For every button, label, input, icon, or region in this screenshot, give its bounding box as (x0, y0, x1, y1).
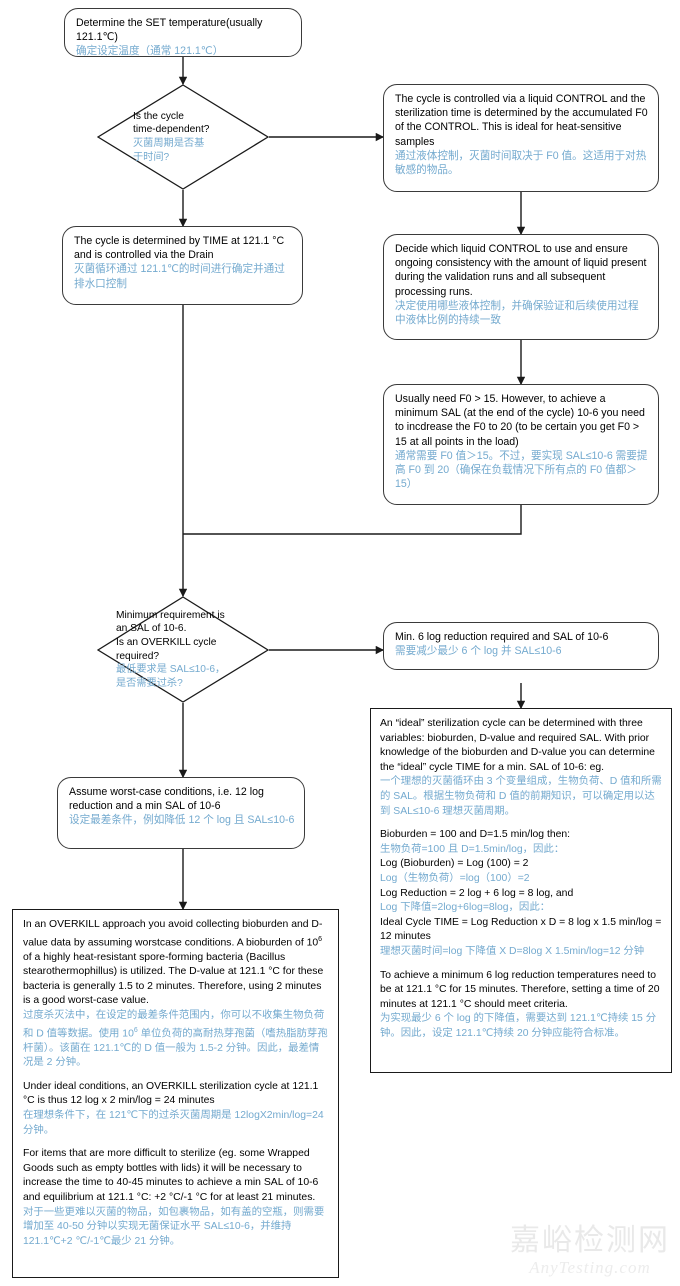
ideal-p1-en: An “ideal” sterilization cycle can be de… (380, 718, 655, 773)
ideal-calc-0-en: Bioburden = 100 and D=1.5 min/log then: (380, 829, 571, 841)
time-drain-en: The cycle is determined by TIME at 121.1… (74, 235, 285, 262)
liquid-control-cn: 通过液体控制，灭菌时间取决于 F0 值。这适用于对热敏感的物品。 (395, 149, 647, 177)
worst-case-en: Assume worst-case conditions, i.e. 12 lo… (69, 786, 264, 813)
decision2-en-2: an SAL of 10-6. (116, 623, 187, 635)
overkill-p1-en-a: In an OVERKILL approach you avoid collec… (23, 919, 323, 949)
watermark-en: AnyTesting.com (529, 1258, 651, 1277)
decision-overkill-required[interactable]: Minimum requirement is an SAL of 10-6. I… (97, 596, 269, 703)
decide-liquid-cn: 决定使用哪些液体控制，并确保验证和后续使用过程中液体比例的持续一致 (395, 299, 639, 327)
ideal-p1-cn: 一个理想的灭菌循环由 3 个变量组成，生物负荷、D 值和所需的 SAL。根据生物… (380, 776, 662, 817)
watermark-cn: 嘉峪检测网 (510, 1223, 670, 1258)
ideal-calc-1-en: Log (Bioburden) = Log (100) = 2 (380, 858, 529, 870)
overkill-p2-en: Under ideal conditions, an OVERKILL ster… (23, 1080, 319, 1107)
decision1-cn-2: 于时间? (133, 151, 170, 163)
overkill-p1-en-sup: 6 (318, 935, 323, 943)
overkill-p1-en: In an OVERKILL approach you avoid collec… (23, 918, 329, 1009)
time-drain-cn: 灭菌循环通过 121.1℃的时间进行确定并通过排水口控制 (74, 263, 285, 290)
node-f0-requirement[interactable]: Usually need F0 > 15. However, to achiev… (383, 384, 659, 505)
ideal-calc-1-cn: Log（生物负荷）=log（100）=2 (380, 872, 530, 884)
overkill-p1-en-b: of a highly heat-resistant spore-forming… (23, 951, 324, 1007)
liquid-control-en: The cycle is controlled via a liquid CON… (395, 93, 648, 148)
f0-en: Usually need F0 > 15. However, to achiev… (395, 393, 645, 448)
watermark: 嘉峪检测网 AnyTesting.com (510, 1224, 670, 1278)
ideal-calc-2-cn: Log 下降值=2log+6log=8log，因此： (380, 902, 551, 914)
decision2-cn-1: 最低要求是 SAL≤10-6， (116, 664, 226, 676)
min6log-cn: 需要减少最少 6 个 log 并 SAL≤10-6 (395, 645, 562, 658)
decide-liquid-en: Decide which liquid CONTROL to use and e… (395, 243, 647, 298)
decision1-en-1: Is the cycle (133, 110, 184, 122)
ideal-calc-3-en: Ideal Cycle TIME = Log Reduction x D = 8… (380, 916, 662, 943)
diamond-shape (97, 596, 269, 703)
ideal-p2-cn: 为实现最少 6 个 log 的下降值，需要达到 121.1℃持续 15 分钟。因… (380, 1013, 657, 1039)
decision2-en-3: Is an OVERKILL cycle (116, 636, 217, 648)
node-decide-liquid-control[interactable]: Decide which liquid CONTROL to use and e… (383, 234, 659, 340)
overkill-p2-cn: 在理想条件下，在 121℃下的过杀灭菌周期是 12logX2min/log=24… (23, 1110, 324, 1136)
ideal-calc-3-cn: 理想灭菌时间=log 下降值 X D=8log X 1.5min/log=12 … (380, 945, 645, 957)
f0-cn: 通常需要 F0 值＞15。不过，要实现 SAL≤10-6 需要提高 F0 到 2… (395, 449, 648, 491)
ideal-calc-2-en: Log Reduction = 2 log + 6 log = 8 log, a… (380, 887, 574, 899)
node-overkill-detail[interactable]: In an OVERKILL approach you avoid collec… (12, 909, 339, 1278)
ideal-p2-en: To achieve a minimum 6 log reduction tem… (380, 969, 660, 1010)
decision2-cn-2: 是否需要过杀? (116, 677, 183, 689)
node-time-drain[interactable]: The cycle is determined by TIME at 121.1… (62, 226, 303, 305)
ideal-calc-0-cn: 生物负荷=100 且 D=1.5min/log，因此： (380, 843, 565, 855)
set-temp-cn: 确定设定温度（通常 121.1℃） (76, 45, 224, 58)
overkill-p1-cn-sup: 6 (133, 1026, 138, 1034)
overkill-p3-en: For items that are more difficult to ste… (23, 1148, 319, 1204)
spacer (380, 960, 663, 969)
min6log-en: Min. 6 log reduction required and SAL of… (395, 631, 609, 643)
diamond-shape (97, 84, 269, 190)
overkill-p1-cn-b: 单位负荷的高耐热芽孢菌（嗜热脂肪芽孢杆菌）。该菌在 121.1℃的 D 值一般为… (23, 1028, 328, 1069)
spacer (23, 1138, 329, 1147)
decision1-en-2: time-dependent? (133, 124, 210, 136)
worst-case-cn: 设定最差条件，例如降低 12 个 log 且 SAL≤10-6 (69, 814, 295, 827)
node-assume-worst-case[interactable]: Assume worst-case conditions, i.e. 12 lo… (57, 777, 305, 849)
decision2-en-4: required? (116, 650, 160, 662)
node-set-temperature[interactable]: Determine the SET temperature(usually 12… (64, 8, 302, 57)
spacer (380, 819, 663, 828)
node-liquid-control[interactable]: The cycle is controlled via a liquid CON… (383, 84, 659, 192)
overkill-p3-cn: 对于一些更难以灭菌的物品，如包裹物品，如有盖的空瓶，则需要增加至 40-50 分… (23, 1206, 325, 1247)
set-temp-en: Determine the SET temperature(usually 12… (76, 17, 263, 44)
overkill-p1-cn-a: 过度杀灭法中，在设定的最差条件范围内，你可以不收集生物负荷和 D 值等数据。使用… (23, 1010, 325, 1040)
decision-cycle-time-dependent[interactable]: Is the cycle time-dependent? 灭菌周期是否基 于时间… (97, 84, 269, 190)
node-min-6-log[interactable]: Min. 6 log reduction required and SAL of… (383, 622, 659, 670)
spacer (23, 1071, 329, 1080)
decision1-cn-1: 灭菌周期是否基 (133, 138, 205, 149)
node-ideal-cycle-detail[interactable]: An “ideal” sterilization cycle can be de… (370, 708, 672, 1073)
decision2-en-1: Minimum requirement is (116, 609, 225, 621)
overkill-p1-cn: 过度杀灭法中，在设定的最差条件范围内，你可以不收集生物负荷和 D 值等数据。使用… (23, 1009, 329, 1071)
